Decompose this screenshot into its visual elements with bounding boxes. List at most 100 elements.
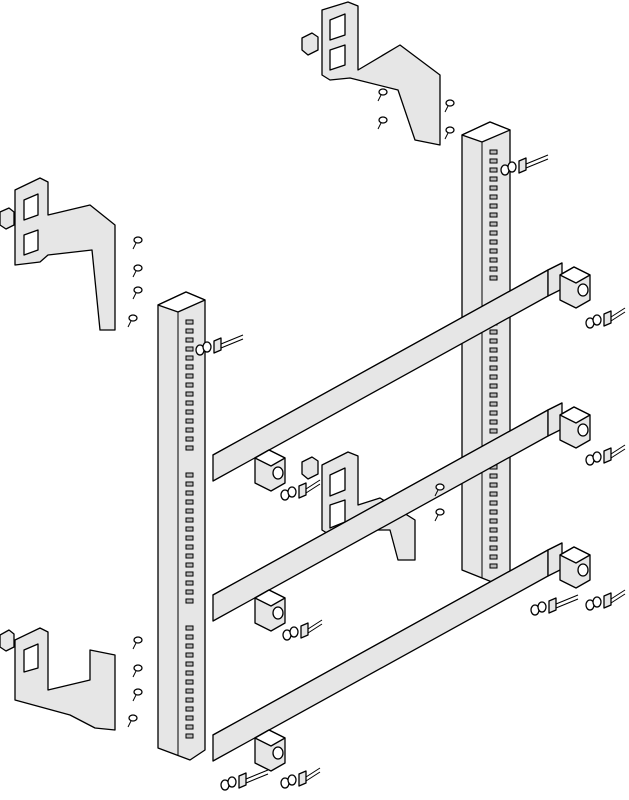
screw: [530, 594, 579, 616]
small-screw-shaft: [132, 694, 137, 702]
bar-clamp: [254, 449, 286, 492]
screw-shaft: [610, 307, 626, 318]
rail-slot: [185, 643, 194, 649]
rail-slot: [185, 391, 194, 397]
rail-slot: [185, 364, 194, 370]
rail-slot: [185, 436, 194, 442]
screw-head: [213, 337, 222, 354]
small-screw-shaft: [127, 320, 132, 328]
rail-slot: [489, 518, 498, 524]
screw-shaft: [305, 771, 321, 782]
bar-clamp: [559, 266, 591, 309]
bar-clamp: [254, 589, 286, 632]
rail-slot: [489, 509, 498, 515]
lower-left-mounting-bracket: [0, 627, 116, 731]
small-screw-shaft: [132, 642, 137, 650]
small-screw-head: [133, 236, 143, 244]
rail-slot: [489, 158, 498, 164]
small-screw-head: [445, 99, 455, 107]
rail-slot: [185, 571, 194, 577]
screw-shaft: [610, 593, 626, 604]
washer: [592, 314, 602, 326]
screw-shaft: [245, 773, 269, 784]
rail-slot: [185, 625, 194, 631]
screw-shaft: [220, 334, 244, 345]
screw: [500, 154, 549, 176]
washer: [227, 776, 237, 788]
rail-slot: [185, 733, 194, 739]
rail-slot: [489, 230, 498, 236]
rail-slots-right: [489, 149, 498, 569]
bar-clamp: [559, 546, 591, 589]
cage-nut: [0, 207, 15, 230]
screw: [585, 444, 626, 466]
rail-slot: [489, 554, 498, 560]
rail-slot: [185, 517, 194, 523]
rail-slot: [185, 598, 194, 604]
rail-slot: [489, 500, 498, 506]
small-screw: [132, 264, 143, 278]
screw-shaft: [610, 448, 626, 459]
rail-slot: [489, 527, 498, 533]
screw-shaft: [305, 479, 321, 490]
rail-slot: [489, 428, 498, 434]
screw-shaft: [305, 767, 321, 778]
screw-head: [603, 592, 612, 609]
horizontal-bars: [212, 262, 563, 762]
screw-shaft: [220, 338, 244, 349]
clamp-hole: [272, 746, 284, 760]
rail-slot: [185, 670, 194, 676]
screw-shaft: [610, 589, 626, 600]
small-screw-head: [128, 314, 138, 322]
cage-nut: [301, 32, 319, 56]
screw-head: [300, 622, 309, 639]
washer: [507, 161, 517, 173]
small-screw-shaft: [132, 242, 137, 250]
rail-slot: [489, 329, 498, 335]
rail-slot: [489, 221, 498, 227]
rail-slot: [489, 149, 498, 155]
small-screw-shaft: [132, 670, 137, 678]
rail-slot: [185, 499, 194, 505]
cage-nut: [301, 456, 319, 480]
clamp-hole: [272, 606, 284, 620]
small-screw-head: [378, 88, 388, 96]
rail-slot: [489, 545, 498, 551]
horizontal-bar: [212, 402, 563, 622]
washer: [537, 601, 547, 613]
small-screw: [444, 99, 455, 113]
horizontal-bar: [212, 542, 563, 762]
clamp-top: [254, 449, 286, 467]
rail-slot: [185, 319, 194, 325]
screw-head: [603, 447, 612, 464]
rail-slot: [185, 553, 194, 559]
small-screw-shaft: [377, 94, 382, 102]
small-screw: [377, 88, 388, 102]
screw-shaft: [555, 594, 579, 605]
rail-slot: [185, 715, 194, 721]
rail-slot: [489, 491, 498, 497]
small-screw-shaft: [434, 514, 439, 522]
clamp-top: [254, 589, 286, 607]
small-screw: [434, 508, 445, 522]
screw-shaft: [610, 311, 626, 322]
washer: [202, 341, 212, 353]
rail-slot: [185, 481, 194, 487]
small-screw: [132, 664, 143, 678]
clamp-hole: [577, 563, 589, 577]
small-screw-head: [128, 714, 138, 722]
small-screw-shaft: [444, 105, 449, 113]
small-screw: [434, 483, 445, 497]
screw-shaft: [307, 623, 323, 634]
screw-head: [298, 770, 307, 787]
rail-slot: [489, 356, 498, 362]
rail-slot: [185, 400, 194, 406]
screw-head: [518, 157, 527, 174]
screw: [220, 769, 269, 791]
clamp-hole: [577, 423, 589, 437]
clamp-top: [559, 406, 591, 424]
small-screw-head: [133, 636, 143, 644]
small-screw: [127, 314, 138, 328]
rail-slot: [185, 337, 194, 343]
